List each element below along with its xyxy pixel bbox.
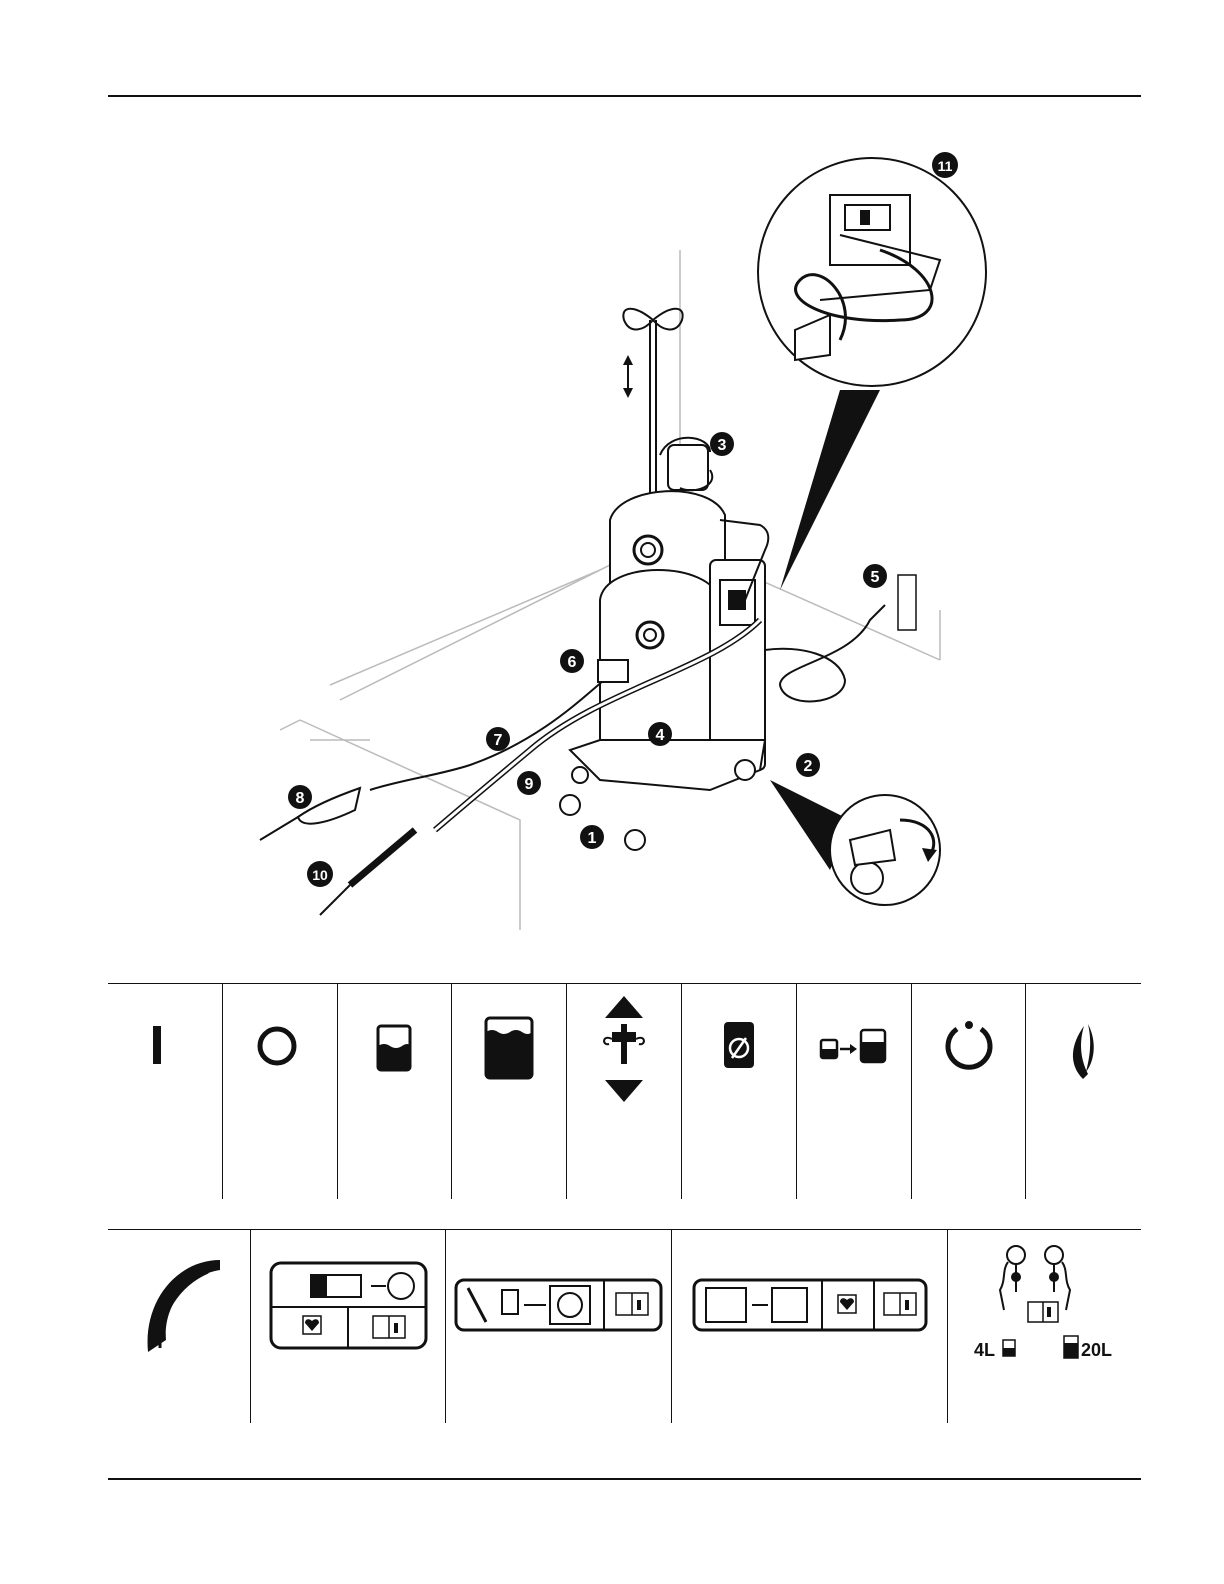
- svg-text:8: 8: [296, 790, 305, 807]
- svg-text:7: 7: [494, 732, 503, 749]
- callout-10: 10: [307, 861, 333, 887]
- standby-icon: [912, 984, 1027, 1199]
- svg-text:2: 2: [804, 758, 813, 775]
- suction-cart-illustration: 1 2 3 4 5 6 7 8: [240, 140, 1000, 940]
- iv-pole-height-adjust-icon: [567, 984, 682, 1199]
- svg-text:5: 5: [871, 569, 880, 586]
- power-off-icon: [223, 984, 338, 1199]
- filter-replacement-label-icon: [251, 1230, 446, 1423]
- filter-insert-label-icon: [672, 1230, 948, 1423]
- tubing-connection-label-icon: [446, 1230, 672, 1423]
- callout-6: 6: [560, 649, 584, 673]
- canister-not-connected-icon: [682, 984, 797, 1199]
- callout-1: 1: [580, 825, 604, 849]
- canister-switch-icon: [797, 984, 912, 1199]
- callout-2: 2: [796, 753, 820, 777]
- svg-text:10: 10: [312, 867, 328, 883]
- svg-text:3: 3: [718, 437, 727, 454]
- svg-text:9: 9: [525, 776, 534, 793]
- callout-9: 9: [517, 771, 541, 795]
- callout-7: 7: [486, 727, 510, 751]
- footer-rule: [108, 1478, 1141, 1480]
- callout-11: 11: [932, 152, 958, 178]
- callout-5: 5: [863, 564, 887, 588]
- svg-text:4: 4: [656, 727, 665, 744]
- svg-text:11: 11: [938, 158, 953, 174]
- callout-8: 8: [288, 785, 312, 809]
- canister-full-icon: [452, 984, 567, 1199]
- svg-text:6: 6: [568, 654, 577, 671]
- canister-half-full-icon: [338, 984, 453, 1199]
- callout-4: 4: [648, 722, 672, 746]
- power-on-icon: [108, 984, 223, 1199]
- callout-3: 3: [710, 432, 734, 456]
- vacuum-gauge-canister-label-icon: 4L 20L: [948, 1230, 1141, 1423]
- volume-label-20l: 20L: [1081, 1340, 1112, 1361]
- header-rule: [108, 95, 1141, 97]
- volume-label-4l: 4L: [974, 1340, 995, 1361]
- svg-text:1: 1: [588, 830, 597, 847]
- suction-level-arc-icon: [108, 1230, 251, 1423]
- symbols-table-row-2: 4L 20L: [108, 1229, 1141, 1423]
- smoke-evacuation-icon: [1026, 984, 1141, 1199]
- symbols-table-row-1: [108, 983, 1141, 1199]
